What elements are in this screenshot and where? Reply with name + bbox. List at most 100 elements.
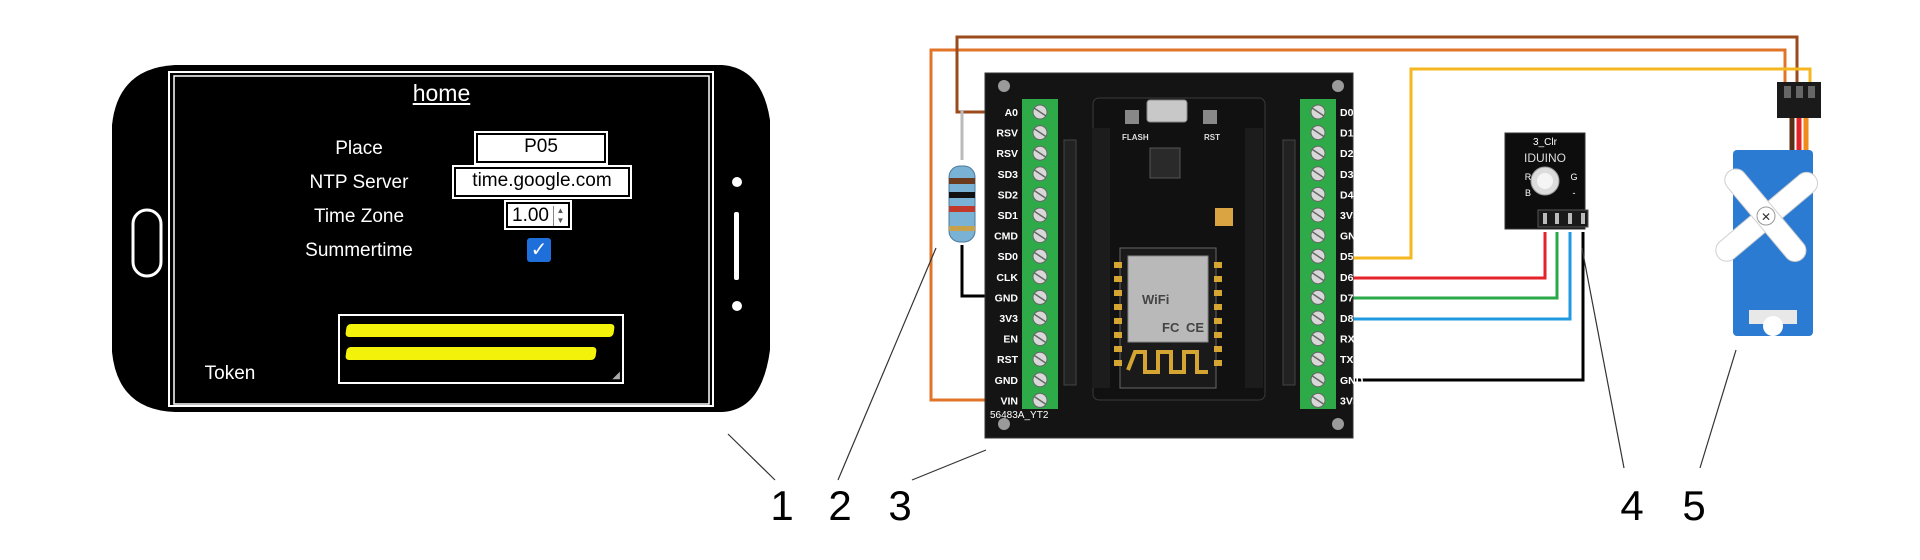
home-button: [131, 208, 163, 278]
pin-label-right: D1: [1340, 128, 1354, 140]
pin-label-right: D2: [1340, 148, 1354, 160]
pin-label-left: SD0: [998, 251, 1019, 263]
screw-slot: [1311, 107, 1325, 117]
esp-pad: [1114, 290, 1122, 296]
esp-pad: [1214, 360, 1222, 366]
rst-button: [1203, 110, 1217, 124]
screw-slot: [1311, 148, 1325, 158]
pin-label-left: GND: [995, 375, 1019, 387]
time-zone-value: 1.00: [512, 205, 549, 226]
pin-label-left: RST: [997, 354, 1019, 366]
esp-pad: [1214, 318, 1222, 324]
screw-slot: [1311, 395, 1325, 406]
esp-pad: [1114, 262, 1122, 268]
place-field[interactable]: P05: [474, 131, 608, 165]
screw-slot: [1033, 189, 1047, 200]
rgb-pin-label: -: [1573, 188, 1576, 198]
pcb-antenna: [1126, 350, 1208, 374]
pin-label-left: A0: [1005, 107, 1019, 119]
screw-slot: [1033, 251, 1047, 261]
screw-slot: [1033, 375, 1047, 385]
rgb-pin-label: B: [1525, 188, 1531, 198]
screw-slot: [1033, 107, 1047, 117]
wire-a0-servo: [955, 35, 1799, 114]
screw-slot: [1311, 189, 1325, 200]
wire-gnd-right: [1352, 232, 1585, 382]
pin-label-left: VIN: [1000, 395, 1018, 407]
pin-label-right: GND: [1340, 231, 1364, 243]
pin-label-right: 3V3: [1340, 395, 1359, 407]
terminal-breakout-board: [984, 72, 1354, 439]
screw-slot: [1311, 354, 1325, 364]
rgb-pin: [1543, 213, 1547, 224]
screw-slot: [1033, 230, 1047, 241]
module-label-flash: FLASH: [1122, 133, 1149, 142]
pin-label-left: EN: [1003, 334, 1018, 346]
summertime-checkbox[interactable]: ✓: [527, 238, 551, 262]
rgb-module-brand: IDUINO: [1524, 151, 1566, 165]
wire-d5-servo: [1352, 67, 1812, 260]
rgb-pin: [1581, 213, 1585, 224]
rgb-pin-label: G: [1570, 172, 1577, 182]
wire-vin-servo: [929, 48, 1787, 402]
stepper-arrows-icon[interactable]: ▲▼: [553, 206, 567, 226]
mount-hole: [1332, 80, 1344, 92]
ntp-server-field[interactable]: time.google.com: [452, 165, 632, 199]
leader-lines: [727, 247, 1737, 481]
rgb-header: [1537, 209, 1589, 228]
pin-label-right: 3V3: [1340, 210, 1359, 222]
phone-speaker: [734, 212, 739, 280]
screw-slot: [1311, 210, 1325, 220]
callout-5: 5: [1682, 482, 1706, 529]
screw-slot: [1033, 210, 1047, 220]
micro-usb-port: [1146, 99, 1188, 123]
redacted-token-line: [345, 324, 615, 337]
pin-label-right: D0: [1340, 107, 1354, 119]
module-label-rst: RST: [1204, 133, 1220, 142]
screw-slot: [1033, 333, 1047, 344]
screw-slot: [1033, 169, 1047, 179]
screw-slot: [1311, 375, 1325, 385]
time-zone-stepper[interactable]: 1.00 ▲▼: [504, 200, 572, 230]
phone-app-screen: home Place P05 NTP Server time.google.co…: [174, 76, 709, 404]
module-label-wifi: WiFi: [1142, 292, 1169, 307]
esp-pad: [1114, 276, 1122, 282]
module-label-ce: CE: [1186, 320, 1204, 335]
token-textarea[interactable]: ◢: [338, 314, 624, 384]
pin-label-right: D4: [1340, 189, 1354, 201]
mount-hole: [1332, 418, 1344, 430]
esp-pad: [1114, 346, 1122, 352]
pin-label-left: SD1: [998, 210, 1019, 222]
pin-label-right: D3: [1340, 169, 1354, 181]
esp-pad: [1214, 304, 1222, 310]
resize-grip-icon[interactable]: ◢: [612, 370, 620, 381]
pin-label-left: SD3: [998, 169, 1019, 181]
flash-button: [1125, 110, 1139, 124]
esp-pad: [1214, 332, 1222, 338]
esp-pad: [1114, 318, 1122, 324]
esp-pad: [1114, 360, 1122, 366]
pin-label-right: TX: [1340, 354, 1353, 366]
screw-slot: [1033, 292, 1047, 303]
screw-slot: [1311, 169, 1325, 179]
pin-label-right: D5: [1340, 251, 1354, 263]
rgb-pin: [1568, 213, 1572, 224]
page-title[interactable]: home: [412, 80, 471, 106]
pin-label-left: GND: [995, 292, 1019, 304]
svg-text:✕: ✕: [1761, 210, 1771, 224]
pin-label-left: SD2: [998, 189, 1019, 201]
screw-slot: [1311, 333, 1325, 344]
wire-d8-blue: [1352, 232, 1572, 321]
screw-slot: [1311, 272, 1325, 282]
rgb-pin: [1555, 213, 1559, 224]
screw-slot: [1311, 251, 1325, 261]
callout-1: 1: [770, 482, 794, 529]
resistor: [948, 165, 976, 243]
module-label-fc: FC: [1162, 320, 1180, 335]
callout-3: 3: [888, 482, 912, 529]
place-label: Place: [335, 138, 383, 159]
mount-hole: [998, 80, 1010, 92]
rgb-module-name: 3_Clr: [1533, 137, 1558, 148]
